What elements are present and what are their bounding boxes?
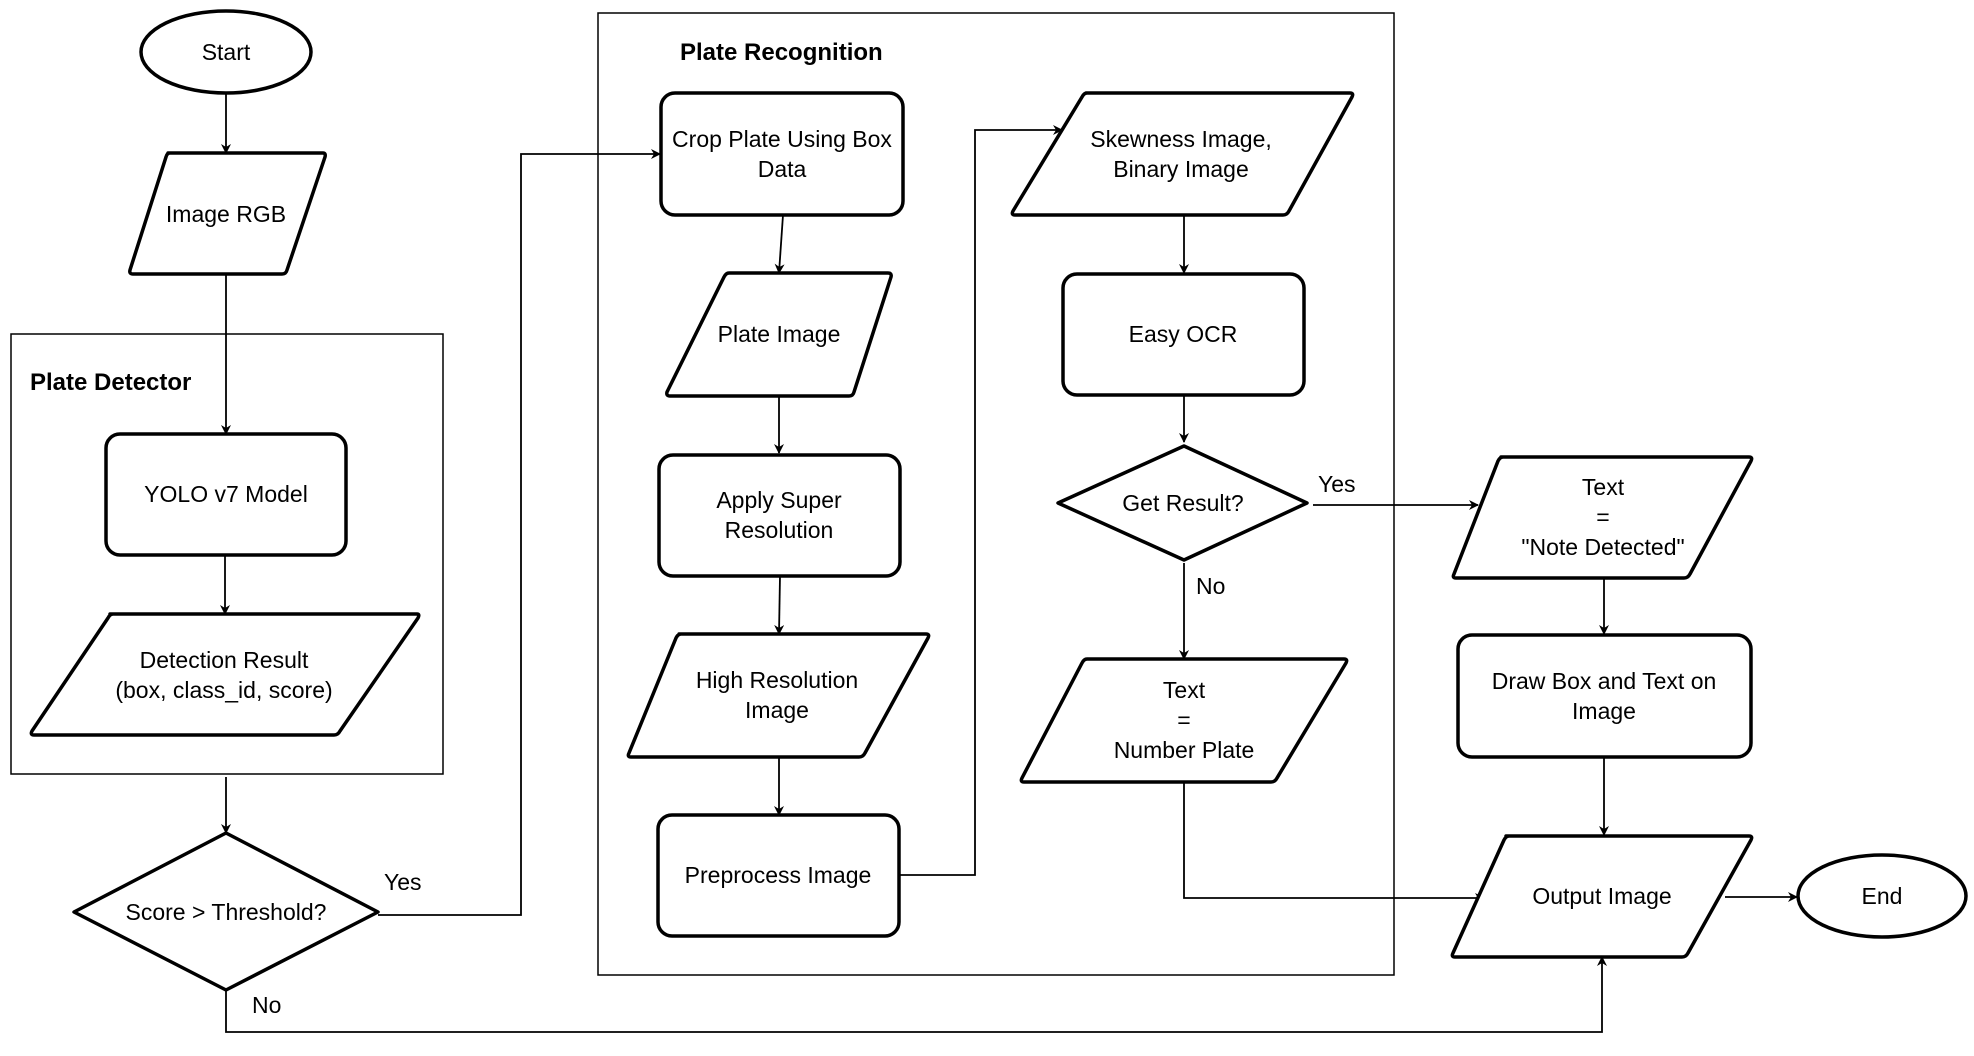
output-image-output-label-line: Output Image: [1532, 883, 1671, 909]
image-rgb-input: Image RGB: [128, 151, 327, 276]
detection-result-output-label-line: Detection Result: [140, 647, 309, 673]
plate-detector-group: Plate Detector: [10, 333, 444, 775]
edge-score-yes-to-crop-plate: [378, 149, 661, 916]
score-threshold-decision-label-line: Score > Threshold?: [126, 899, 327, 925]
plate-image-output: Plate Image: [665, 271, 893, 398]
preprocess-image-process: Preprocess Image: [656, 813, 901, 938]
text-note-detected-output-label-line: =: [1596, 504, 1609, 530]
text-note-detected-output-label-line: "Note Detected": [1521, 534, 1684, 560]
skewness-binary-image-output: Skewness Image, Binary Image: [1010, 91, 1355, 217]
detection-result-output-label: Detection Result (box, class_id, score): [115, 647, 332, 703]
output-image-output-label: Output Image: [1532, 883, 1671, 909]
easy-ocr-process-label-line: Easy OCR: [1129, 321, 1238, 347]
flow-edges: [220, 93, 1798, 1033]
score-threshold-decision-label: Score > Threshold?: [126, 899, 327, 925]
edge-score-no-to-output-image: [225, 956, 1607, 1033]
edge-label-result-yes: Yes: [1318, 471, 1356, 497]
plate-image-output-label-line: Plate Image: [718, 321, 841, 347]
edge-super-resolution-to-high-res-image: [774, 575, 785, 635]
score-threshold-decision: Score > Threshold?: [72, 831, 380, 992]
yolo-model-process-label-line: YOLO v7 Model: [144, 481, 308, 507]
crop-plate-process-label-line: Data: [758, 156, 807, 182]
edge-preprocess-to-skewness-image: [899, 125, 1063, 876]
get-result-decision-label-line: Get Result?: [1122, 490, 1243, 516]
text-number-plate-output-label-line: Number Plate: [1114, 737, 1255, 763]
high-resolution-image-output-label-line: High Resolution: [696, 667, 858, 693]
yolo-model-process-label: YOLO v7 Model: [144, 481, 308, 507]
start-terminal-label: Start: [202, 39, 251, 65]
start-terminal-label-line: Start: [202, 39, 251, 65]
plate-recognition-title: Plate Recognition: [680, 39, 883, 66]
text-number-plate-output: Text = Number Plate: [1019, 657, 1349, 784]
preprocess-image-process-label-line: Preprocess Image: [685, 862, 872, 888]
preprocess-image-process-label: Preprocess Image: [685, 862, 872, 888]
draw-box-text-process-label-line: Draw Box and Text on: [1492, 668, 1717, 694]
text-number-plate-output-label: Text = Number Plate: [1114, 677, 1255, 763]
easy-ocr-process-label: Easy OCR: [1129, 321, 1238, 347]
text-number-plate-output-label-line: Text: [1163, 677, 1206, 703]
start-terminal: Start: [139, 9, 313, 95]
edge-label-threshold-yes: Yes: [384, 869, 422, 895]
plate-recognition-group: Plate Recognition: [597, 12, 1395, 976]
detection-result-output-label-line: (box, class_id, score): [115, 677, 332, 703]
crop-plate-process-label-line: Crop Plate Using Box: [672, 126, 892, 152]
get-result-decision: Get Result?: [1056, 444, 1309, 562]
edge-label-result-no: No: [1196, 573, 1225, 599]
image-rgb-input-label-line: Image RGB: [166, 201, 286, 227]
plate-detector-title: Plate Detector: [30, 369, 191, 396]
plate-image-output-label: Plate Image: [718, 321, 841, 347]
skewness-binary-image-output-label-line: Skewness Image,: [1090, 126, 1272, 152]
super-resolution-process-label-line: Resolution: [725, 517, 834, 543]
yolo-model-process: YOLO v7 Model: [104, 432, 348, 557]
super-resolution-process-label-line: Apply Super: [716, 487, 842, 513]
draw-box-text-process: Draw Box and Text on Image: [1456, 633, 1753, 759]
high-resolution-image-output-label-line: Image: [745, 697, 809, 723]
end-terminal-label: End: [1862, 883, 1903, 909]
text-number-plate-output-label-line: =: [1177, 707, 1190, 733]
end-terminal-label-line: End: [1862, 883, 1903, 909]
text-note-detected-output-label: Text = "Note Detected": [1521, 474, 1684, 560]
draw-box-text-process-label: Draw Box and Text on Image: [1492, 668, 1717, 724]
easy-ocr-process: Easy OCR: [1061, 272, 1306, 397]
end-terminal: End: [1796, 853, 1968, 939]
skewness-binary-image-output-label-line: Binary Image: [1113, 156, 1249, 182]
text-note-detected-output-label-line: Text: [1582, 474, 1625, 500]
detection-result-output: Detection Result (box, class_id, score): [29, 612, 421, 737]
edge-label-threshold-no: No: [252, 992, 281, 1018]
skewness-binary-image-output-label: Skewness Image, Binary Image: [1090, 126, 1272, 182]
get-result-decision-label: Get Result?: [1122, 490, 1243, 516]
text-note-detected-output: Text = "Note Detected": [1451, 455, 1754, 580]
edge-text-number-plate-to-output-image: [1183, 782, 1485, 903]
image-rgb-input-label: Image RGB: [166, 201, 286, 227]
edge-crop-plate-to-plate-image: [774, 214, 785, 274]
draw-box-text-process-label-line: Image: [1572, 698, 1636, 724]
output-image-output: Output Image: [1450, 834, 1754, 959]
